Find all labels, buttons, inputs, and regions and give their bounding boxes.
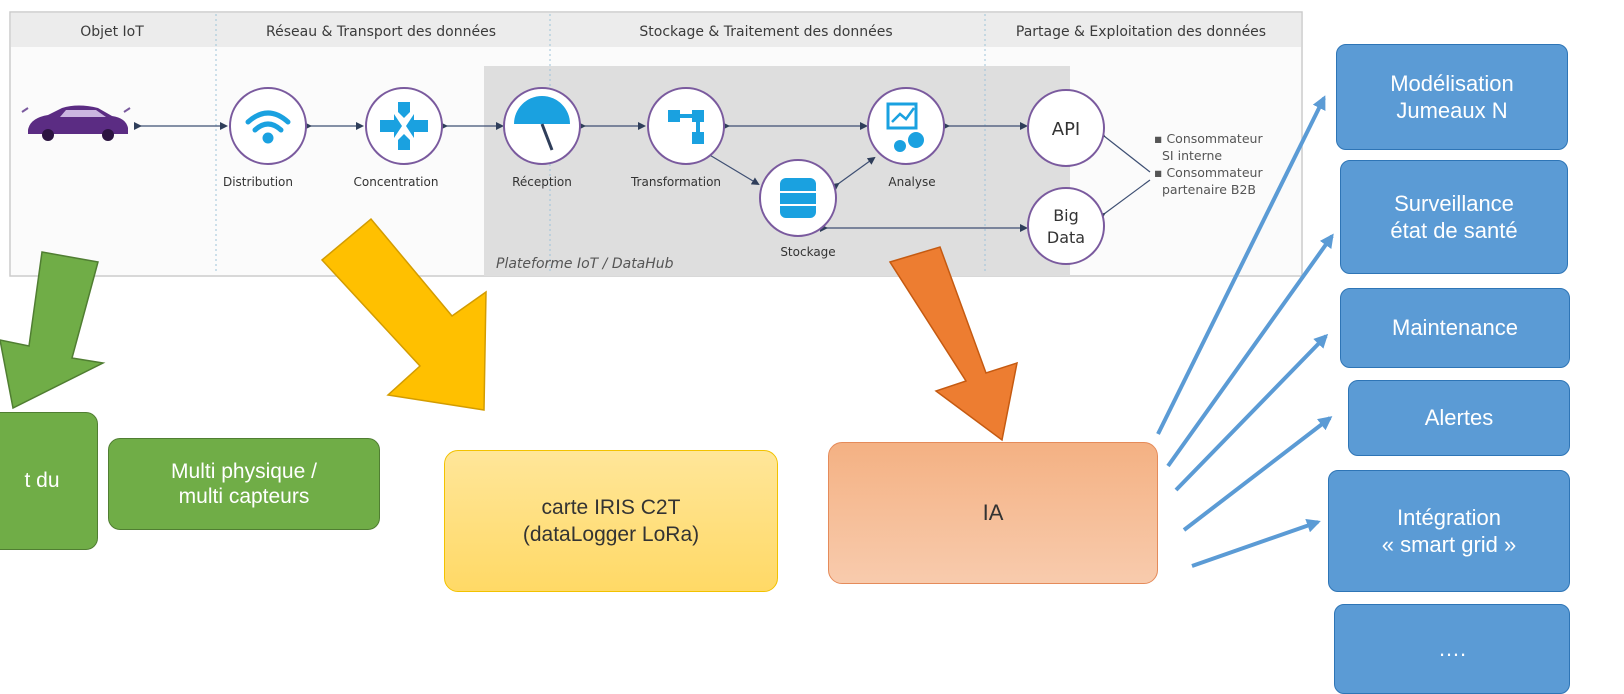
arrow-to-maintenance <box>1174 333 1329 492</box>
chart-gear-icon <box>886 102 924 152</box>
output-alertes: Alertes <box>1348 380 1570 456</box>
gauge-icon <box>514 96 570 151</box>
green-box-left: t du <box>0 412 98 550</box>
column-header-partage: Partage & Exploitation des données <box>1016 24 1266 40</box>
node-label: Réception <box>512 175 572 189</box>
iris-c2t-box: carte IRIS C2T (dataLogger LoRa) <box>444 450 778 592</box>
node-big-data: Big Data <box>1027 187 1105 265</box>
database-icon <box>780 178 816 218</box>
platform-label: Plateforme IoT / DataHub <box>496 256 674 272</box>
yellow-down-arrow <box>320 217 487 411</box>
column-header-reseau: Réseau & Transport des données <box>266 24 496 40</box>
node-label: Data <box>1047 228 1085 247</box>
output-modelisation: Modélisation Jumeaux N <box>1336 44 1568 150</box>
node-label: Big <box>1053 206 1079 225</box>
output-surveillance: Surveillance état de santé <box>1340 160 1568 274</box>
consumer-list: ▪ Consommateur SI interne ▪ Consommateur… <box>1154 131 1263 197</box>
node-label: Distribution <box>223 175 293 189</box>
arrow-to-modelisation <box>1156 95 1326 435</box>
arrow-to-surveillance <box>1166 233 1334 468</box>
column-header-objet: Objet IoT <box>80 24 144 40</box>
node-transformation: Transformation <box>630 87 725 189</box>
node-label: Analyse <box>888 175 935 189</box>
output-maintenance: Maintenance <box>1340 288 1570 368</box>
consumer-line: ▪ Consommateur <box>1154 131 1263 146</box>
consumer-line: SI interne <box>1162 148 1222 163</box>
output-more: …. <box>1334 604 1570 694</box>
node-label: Stockage <box>780 245 835 259</box>
node-concentration: Concentration <box>354 87 443 189</box>
node-label: Concentration <box>354 175 439 189</box>
iot-architecture-panel: Objet IoT Réseau & Transport des données… <box>9 11 1303 277</box>
node-analyse: Analyse <box>867 87 945 189</box>
node-label: Transformation <box>630 175 721 189</box>
multi-physique-box: Multi physique / multi capteurs <box>108 438 380 530</box>
output-integration: Intégration « smart grid » <box>1328 470 1570 592</box>
consumer-line: ▪ Consommateur <box>1154 165 1263 180</box>
node-stockage: Stockage <box>759 159 837 259</box>
converge-arrows-icon <box>380 102 428 150</box>
ia-output-arrows <box>1156 95 1334 568</box>
panel-header-band <box>11 13 1301 47</box>
wifi-icon <box>245 110 291 144</box>
connectors <box>134 122 1151 232</box>
green-down-arrow <box>0 251 106 410</box>
arrow-to-alertes <box>1182 416 1333 532</box>
node-api: API <box>1027 89 1105 167</box>
node-reception: Réception <box>503 87 581 189</box>
node-distribution: Distribution <box>223 87 307 189</box>
car-icon <box>21 105 131 141</box>
arrow-to-integration <box>1191 519 1321 568</box>
flow-icon <box>668 110 704 144</box>
column-header-stockage: Stockage & Traitement des données <box>639 24 892 40</box>
ia-box: IA <box>828 442 1158 584</box>
orange-down-arrow <box>888 246 1018 442</box>
node-label: API <box>1052 119 1080 140</box>
consumer-line: partenaire B2B <box>1162 182 1256 197</box>
